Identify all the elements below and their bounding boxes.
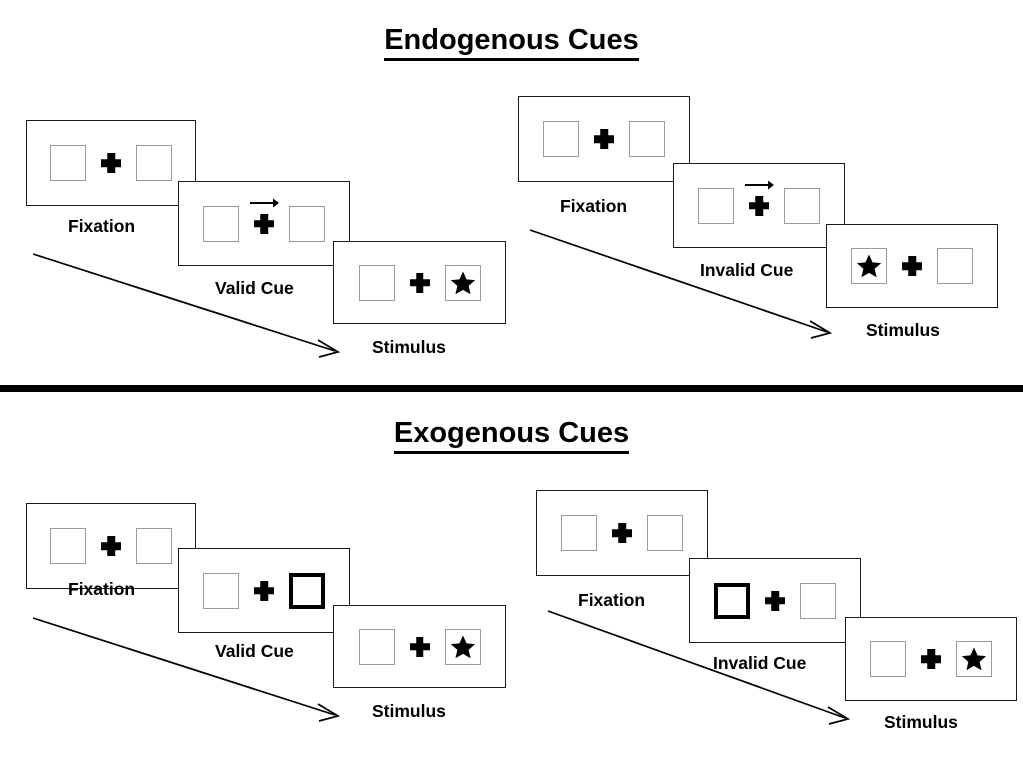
star-target-icon: [961, 647, 987, 671]
left-box: [50, 528, 86, 564]
right-box: [800, 582, 836, 619]
right-box-with-target: [444, 628, 481, 665]
fixation-cross-icon: [745, 180, 774, 217]
left-box: [543, 121, 579, 157]
panel-inner: [698, 180, 820, 224]
endogenous-invalid-time-arrow: [529, 229, 833, 339]
arrow-right-cue-icon: [250, 198, 279, 207]
right-box-flash-cue: [289, 572, 325, 609]
right-box: [289, 205, 325, 242]
panel-inner: [203, 572, 325, 609]
left-box: [870, 641, 906, 677]
endogenous-valid-cue-panel: [178, 181, 350, 266]
panel-inner: [714, 582, 836, 619]
panel-inner: [50, 145, 172, 181]
endogenous-invalid-stimulus-label: Stimulus: [866, 320, 940, 340]
fixation-cross-icon: [611, 522, 633, 544]
right-box: [136, 528, 172, 564]
panel-inner: [870, 641, 992, 677]
endogenous-valid-stimulus-panel: [333, 241, 506, 324]
endogenous-valid-cue-label: Valid Cue: [215, 278, 294, 298]
exogenous-valid-stimulus-label: Stimulus: [372, 701, 446, 721]
panel-inner: [851, 248, 973, 284]
right-box: [647, 515, 683, 551]
endogenous-section-title: Endogenous Cues: [0, 24, 1023, 61]
exogenous-valid-cue-label: Valid Cue: [215, 641, 294, 661]
left-box: [561, 515, 597, 551]
fixation-cross-icon: [250, 198, 279, 235]
right-box-with-target: [956, 641, 992, 677]
fixation-cross-icon: [593, 128, 615, 150]
panel-inner: [50, 528, 172, 564]
right-box: [784, 187, 820, 224]
exogenous-title-text: Exogenous Cues: [393, 417, 630, 454]
right-box: [136, 145, 172, 181]
right-box: [937, 248, 973, 284]
exogenous-valid-cue-panel: [178, 548, 350, 633]
fixation-cross-icon: [100, 535, 122, 557]
fixation-cross-icon: [920, 648, 942, 670]
exogenous-valid-stimulus-panel: [333, 605, 506, 688]
fixation-cross-icon: [409, 272, 431, 294]
fixation-cross-icon: [100, 152, 122, 174]
endogenous-invalid-cue-label: Invalid Cue: [700, 260, 794, 280]
exogenous-invalid-fixation-panel: [536, 490, 708, 576]
panel-inner: [203, 198, 325, 242]
left-box: [358, 628, 395, 665]
panel-inner: [358, 628, 481, 665]
panel-inner: [358, 264, 481, 301]
right-box-with-target: [444, 264, 481, 301]
endogenous-valid-stimulus-label: Stimulus: [372, 337, 446, 357]
arrow-right-cue-icon: [745, 180, 774, 189]
left-box: [203, 572, 239, 609]
exogenous-invalid-stimulus-label: Stimulus: [884, 712, 958, 732]
exogenous-valid-fixation-label: Fixation: [68, 579, 136, 599]
left-box: [50, 145, 86, 181]
endogenous-invalid-fixation-panel: [518, 96, 690, 182]
star-target-icon: [450, 271, 475, 294]
endogenous-title-text: Endogenous Cues: [384, 24, 639, 61]
exogenous-valid-fixation-panel: [26, 503, 196, 589]
exogenous-invalid-cue-panel: [689, 558, 861, 643]
exogenous-invalid-fixation-label: Fixation: [578, 590, 646, 610]
endogenous-invalid-stimulus-panel: [826, 224, 998, 308]
fixation-cross-icon: [253, 580, 275, 602]
section-divider: [0, 385, 1023, 392]
exogenous-section-title: Exogenous Cues: [0, 417, 1023, 454]
left-box-flash-cue: [714, 582, 750, 619]
exogenous-invalid-stimulus-panel: [845, 617, 1017, 701]
left-box: [203, 205, 239, 242]
star-target-icon: [450, 635, 475, 658]
star-target-icon: [856, 254, 882, 278]
exogenous-invalid-time-arrow: [547, 610, 851, 725]
panel-inner: [543, 121, 665, 157]
endogenous-valid-fixation-label: Fixation: [68, 216, 136, 236]
fixation-cross-icon: [901, 255, 923, 277]
endogenous-valid-fixation-panel: [26, 120, 196, 206]
left-box-with-target: [851, 248, 887, 284]
endogenous-invalid-fixation-label: Fixation: [560, 196, 628, 216]
endogenous-invalid-cue-panel: [673, 163, 845, 248]
exogenous-invalid-cue-label: Invalid Cue: [713, 653, 807, 673]
exogenous-valid-time-arrow: [32, 617, 341, 722]
fixation-cross-icon: [409, 636, 431, 658]
endogenous-valid-time-arrow: [32, 253, 341, 358]
panel-inner: [561, 515, 683, 551]
right-box: [629, 121, 665, 157]
left-box: [358, 264, 395, 301]
left-box: [698, 187, 734, 224]
